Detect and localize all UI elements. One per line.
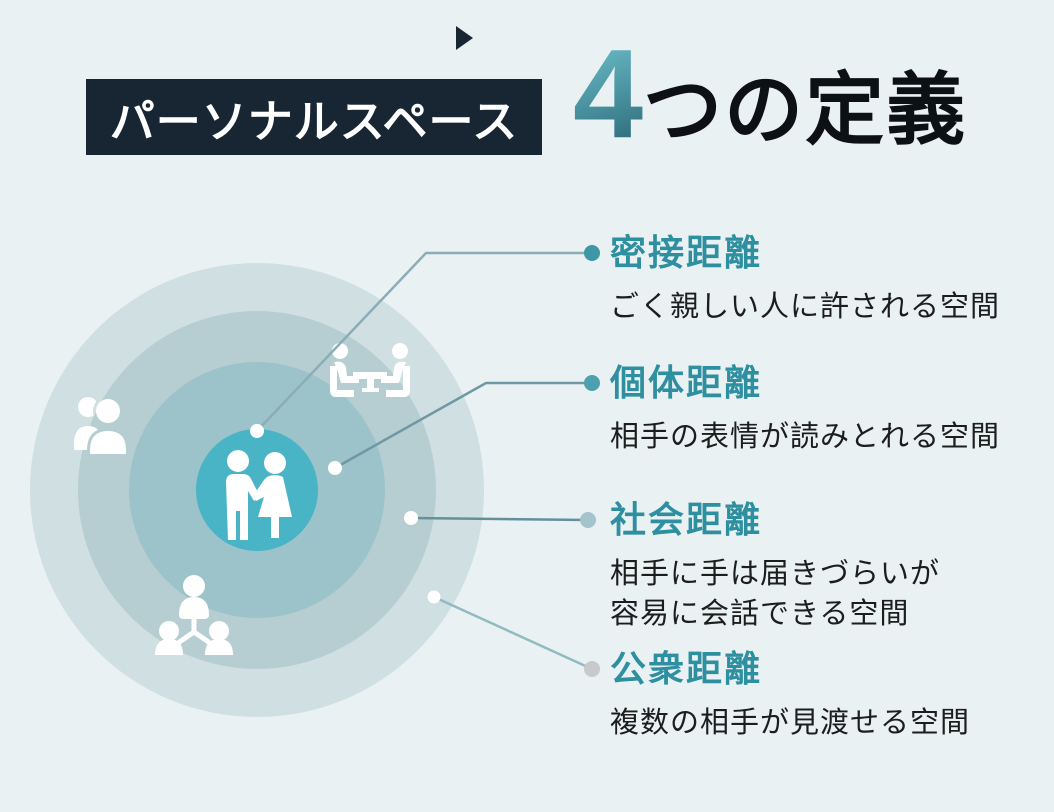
- bullet-intimate: [584, 245, 600, 261]
- definition-heading: 密接距離: [610, 232, 763, 273]
- title-badge-label: パーソナルスペース: [109, 95, 519, 147]
- meeting-table-icon: [330, 343, 410, 397]
- bullet-public: [584, 661, 600, 677]
- intimate-zone-circle: [196, 429, 318, 551]
- title-suffix: つの定義: [643, 65, 968, 154]
- group-network-icon: [155, 575, 233, 655]
- definition-description: ごく親しい人に許される空間: [610, 291, 1001, 323]
- bullet-personal: [584, 375, 600, 391]
- definition-description-line-2: 容易に会話できる空間: [610, 598, 910, 630]
- couple-icon: [226, 450, 292, 540]
- definition-heading: 個体距離: [610, 362, 763, 403]
- definition-description: 相手の表情が読みとれる空間: [610, 421, 1001, 453]
- definition-heading: 社会距離: [610, 499, 763, 540]
- definition-description: 相手に手は届きづらいが 容易に会話できる空間: [610, 554, 940, 634]
- definition-description-line-1: 相手に手は届きづらいが: [610, 558, 941, 590]
- bullet-social: [580, 512, 596, 528]
- definition-description: 複数の相手が見渡せる空間: [610, 707, 971, 739]
- definition-item-personal: 個体距離 相手の表情が読みとれる空間: [610, 362, 1000, 457]
- title-number: 4: [573, 23, 644, 164]
- definition-item-social: 社会距離 相手に手は届きづらいが 容易に会話できる空間: [610, 499, 940, 634]
- definition-heading: 公衆距離: [610, 648, 763, 689]
- connector-line-public: [433, 595, 593, 671]
- title-badge: パーソナルスペース: [86, 79, 542, 155]
- two-users-icon: [74, 397, 126, 454]
- definition-item-public: 公衆距離 複数の相手が見渡せる空間: [610, 648, 970, 743]
- badge-arrow-icon: [456, 26, 473, 50]
- definition-item-intimate: 密接距離 ごく親しい人に許される空間: [610, 232, 1000, 327]
